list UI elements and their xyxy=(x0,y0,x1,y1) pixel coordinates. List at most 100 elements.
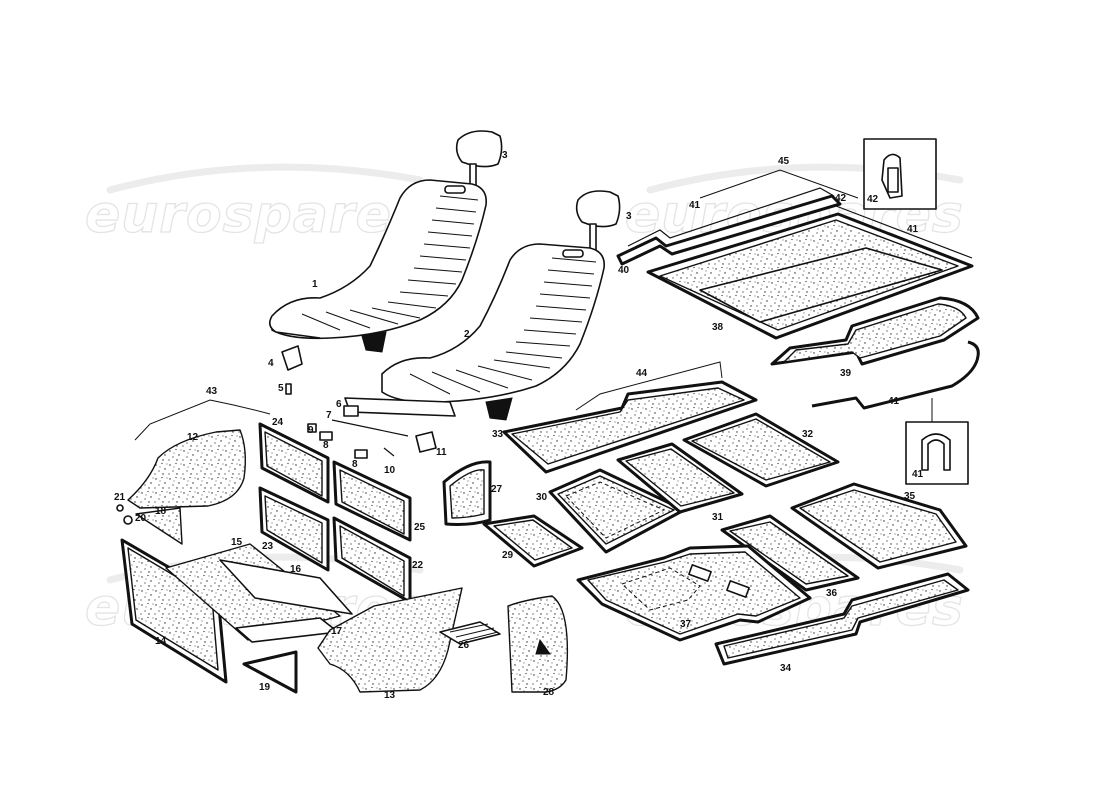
detail-box-41 xyxy=(905,421,969,485)
clip-6 xyxy=(343,405,359,417)
callout-15: 15 xyxy=(231,537,243,548)
panel-18 xyxy=(135,507,183,545)
callout-31: 31 xyxy=(712,512,724,523)
callout-3: 3 xyxy=(502,150,508,161)
panel-12 xyxy=(127,429,247,509)
grille-26-slats xyxy=(449,623,499,642)
watermark-swoosh xyxy=(106,163,424,194)
callout-43: 43 xyxy=(206,386,218,397)
callout-28: 28 xyxy=(543,687,555,698)
callout-26: 26 xyxy=(458,640,470,651)
vent-37a xyxy=(688,564,712,582)
panel-28 xyxy=(507,595,569,693)
callout-44: 44 xyxy=(636,368,648,379)
trim-strip-40 xyxy=(616,194,842,266)
callout-42: 42 xyxy=(867,194,879,205)
callout-7: 7 xyxy=(326,410,332,421)
callout-41: 41 xyxy=(888,396,900,407)
seat-right xyxy=(381,190,621,421)
rod-7 xyxy=(331,419,409,437)
seat-base-shadow xyxy=(361,331,387,353)
callout-1: 1 xyxy=(312,279,318,290)
seat-base-shadow xyxy=(485,397,513,421)
callout-23: 23 xyxy=(262,541,274,552)
spring-10 xyxy=(383,447,395,457)
carpet-29-inner xyxy=(493,519,573,561)
panel-23-inner xyxy=(264,495,323,564)
callout-8: 8 xyxy=(352,459,358,470)
callout-45: 45 xyxy=(778,156,790,167)
callout-42: 42 xyxy=(835,193,847,204)
callout-30: 30 xyxy=(536,492,548,503)
callout-29: 29 xyxy=(502,550,514,561)
callout-11: 11 xyxy=(436,447,447,458)
panel-16 xyxy=(219,559,353,615)
clip-42-slot xyxy=(887,167,899,193)
callout-41: 41 xyxy=(907,224,919,235)
callout-21: 21 xyxy=(114,492,126,503)
callout-13: 13 xyxy=(384,690,396,701)
seat-badge xyxy=(444,185,466,194)
callout-4: 4 xyxy=(268,358,274,369)
trim-strip-41-top xyxy=(627,187,835,247)
watermark-text: eurospares xyxy=(85,185,424,245)
callout-38: 38 xyxy=(712,322,724,333)
callout-33: 33 xyxy=(492,429,504,440)
panel-24-inner xyxy=(264,431,323,497)
carpet-36-inner xyxy=(729,521,849,585)
trim-strip-41-right xyxy=(835,205,973,259)
callout-9: 9 xyxy=(308,425,314,436)
callout-39: 39 xyxy=(840,368,852,379)
headrest-post-right xyxy=(589,223,597,251)
panel-28-mark xyxy=(535,638,551,655)
bracket-11 xyxy=(415,431,437,453)
callout-25: 25 xyxy=(414,522,426,533)
trim-strip-41-lower xyxy=(811,340,980,410)
callout-19: 19 xyxy=(259,682,271,693)
callout-8: 8 xyxy=(323,440,329,451)
callout-17: 17 xyxy=(331,626,343,637)
panel-27-inner xyxy=(449,469,485,519)
clip-8b xyxy=(354,449,368,459)
carpet-31-inner xyxy=(625,448,735,507)
panel-13 xyxy=(317,587,463,693)
headrest-left xyxy=(455,130,503,168)
seat-left xyxy=(268,130,503,353)
carpet-34-inner xyxy=(723,579,959,659)
seat-shell-left-edge xyxy=(268,315,321,339)
carpet-39-inner xyxy=(783,303,967,363)
callout-37: 37 xyxy=(680,619,692,630)
carpet-32-inner xyxy=(691,418,831,481)
callout-12: 12 xyxy=(187,432,199,443)
bracket-45 xyxy=(699,169,859,199)
bracket-43 xyxy=(134,399,271,441)
callout-6: 6 xyxy=(336,399,342,410)
seat-hardware xyxy=(281,345,456,459)
headrest-right xyxy=(575,190,621,228)
clip-8a xyxy=(319,431,333,441)
panel-19 xyxy=(242,650,298,694)
stitching-30 xyxy=(565,481,666,539)
bracket-4 xyxy=(281,345,303,371)
callout-32: 32 xyxy=(802,429,814,440)
carpet-35-inner xyxy=(799,489,957,563)
seal-41 xyxy=(921,433,951,471)
callout-35: 35 xyxy=(904,491,916,502)
carpet-33-inner xyxy=(511,387,745,465)
left-trim-group xyxy=(116,399,501,694)
seat-shell-right xyxy=(381,243,606,404)
callout-3: 3 xyxy=(626,211,632,222)
callout-41: 41 xyxy=(912,469,924,480)
middle-carpet-group xyxy=(442,361,758,693)
callout-14: 14 xyxy=(155,636,167,647)
carpet-38-ridge xyxy=(699,247,943,323)
callout-27: 27 xyxy=(491,484,503,495)
callout-5: 5 xyxy=(278,383,284,394)
callout-20: 20 xyxy=(135,513,147,524)
callout-36: 36 xyxy=(826,588,838,599)
stitching-37 xyxy=(621,567,701,611)
bracket-44 xyxy=(575,361,723,411)
clip-9 xyxy=(307,423,317,433)
callout-labels: 3 3 1 2 4 5 6 7 9 8 8 10 11 43 12 24 21 … xyxy=(114,150,924,701)
